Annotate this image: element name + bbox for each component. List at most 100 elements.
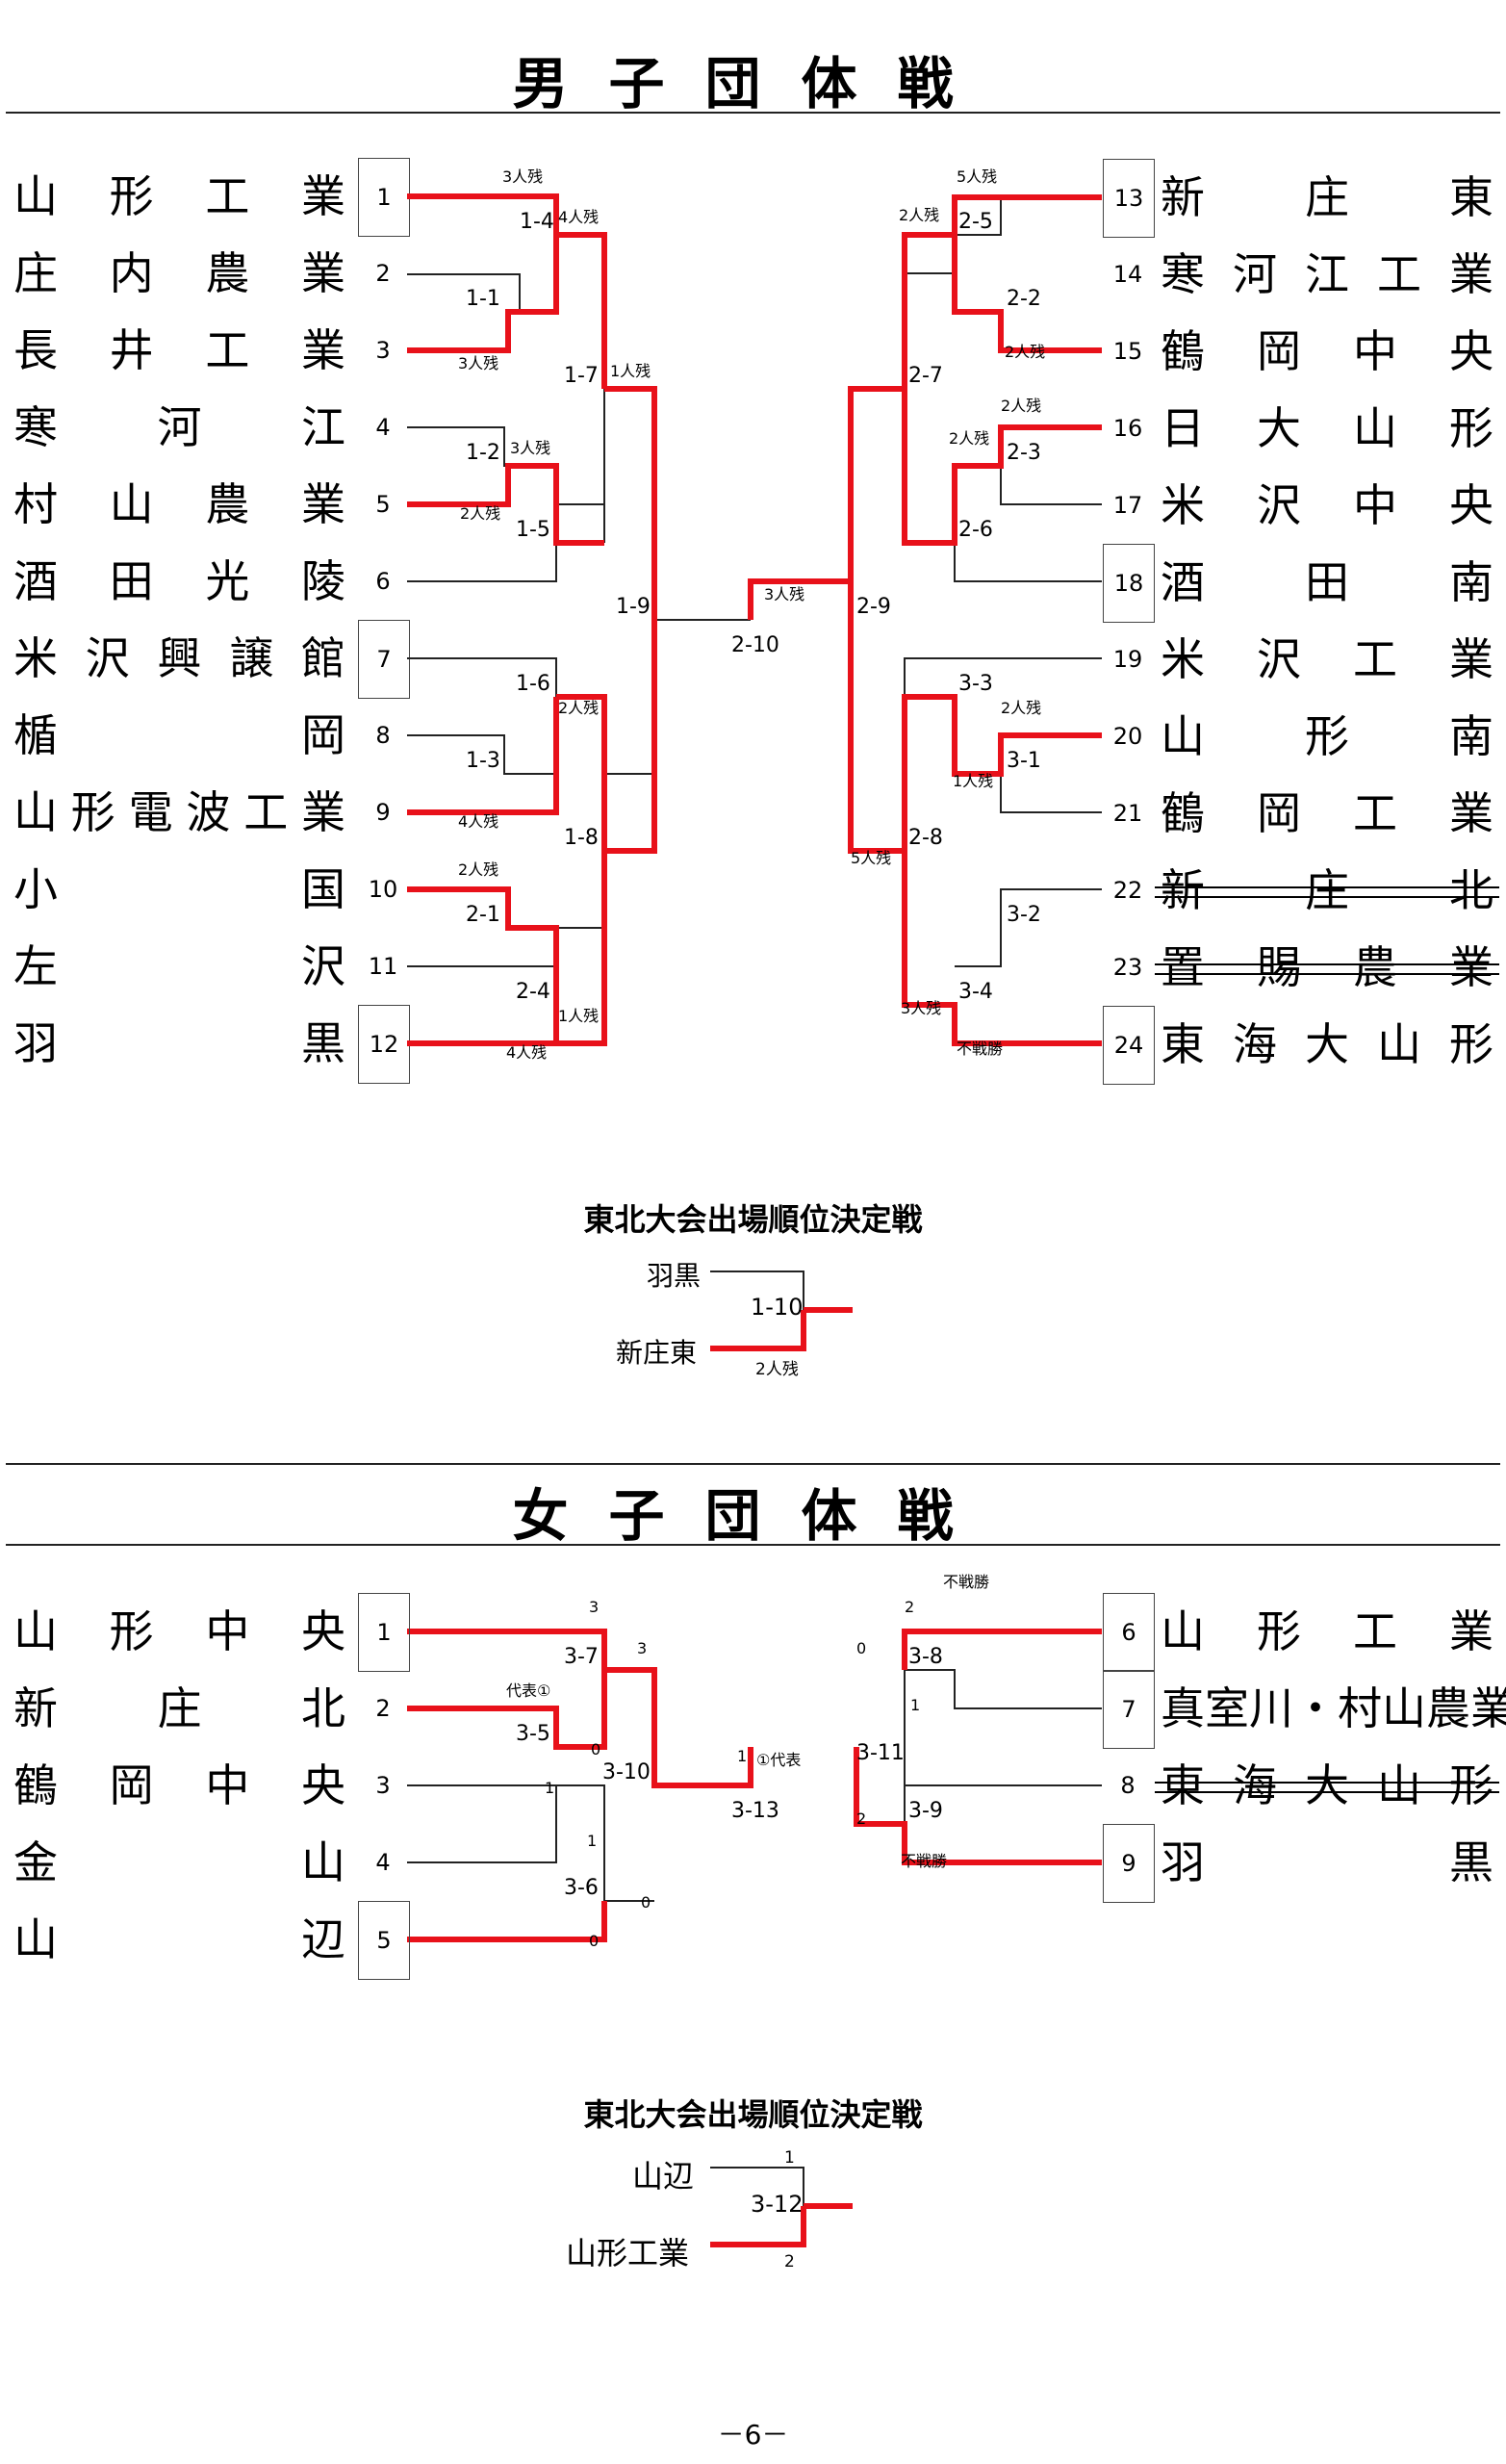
match-label: 3-5: [516, 1722, 550, 1746]
match-label: 1: [737, 1747, 748, 1765]
match-label: 2-6: [958, 518, 993, 542]
divider: [6, 112, 1500, 114]
match-label: 2人残: [558, 699, 600, 717]
seed-number: 10: [368, 876, 398, 903]
match-label: 3-7: [564, 1645, 599, 1669]
girls-playoff-top-score: 1: [784, 2148, 795, 2168]
seed-number: 4: [375, 1849, 391, 1876]
team-name: 左沢: [13, 928, 345, 1005]
team-name: 楯岡: [13, 697, 345, 774]
match-label: 3人残: [502, 167, 544, 186]
team-name-text: 真室川・村山農業: [1161, 1682, 1506, 1734]
match-label: 1-6: [516, 672, 550, 696]
seed-number: 1: [358, 1593, 410, 1672]
team-name-text: 小国: [13, 863, 345, 915]
match-label: 0: [591, 1740, 601, 1758]
team-name: 米沢中央: [1161, 467, 1493, 544]
team-name: 村山農業: [13, 466, 345, 543]
match-label: 5人残: [851, 849, 892, 867]
team-name: 羽黒: [13, 1005, 345, 1082]
girls-title: 女子団体戦: [512, 1483, 994, 1549]
team-name-text: 東海大山形: [1161, 1759, 1493, 1811]
team-name: 山形工業: [13, 158, 345, 235]
team-name: 山形南: [1161, 698, 1493, 775]
match-label: 2-2: [1007, 287, 1041, 311]
match-label: 1: [910, 1696, 921, 1714]
team-name: 山形工業: [1161, 1593, 1493, 1670]
match-label: 2人残: [460, 504, 501, 523]
match-label: 1人残: [558, 1007, 600, 1025]
team-name-text: 山形南: [1161, 710, 1493, 762]
girls-playoff-top: 山辺: [632, 2158, 695, 2194]
match-label: 2-1: [466, 903, 500, 927]
match-label: 1-2: [466, 441, 500, 465]
team-name: 金山: [13, 1824, 345, 1901]
seed-number: 2: [375, 1695, 391, 1722]
seed-number: 3: [375, 337, 391, 364]
match-label: 1: [587, 1832, 598, 1850]
team-name-text: 新庄東: [1161, 171, 1493, 223]
team-name-text: 山形工業: [1161, 1605, 1493, 1657]
match-label: 1-1: [466, 287, 500, 311]
match-label: 2人残: [1001, 699, 1042, 717]
team-name-text: 新庄北: [1161, 864, 1493, 916]
team-name: 置賜農業: [1161, 929, 1493, 1006]
seed-number: 11: [368, 953, 398, 980]
seed-number: 17: [1112, 492, 1143, 519]
team-name-text: 新庄北: [13, 1682, 345, 1734]
seed-number: 3: [375, 1772, 391, 1799]
team-name-text: 寒河江: [13, 401, 345, 453]
girls-playoff-title: 東北大会出場順位決定戦: [583, 2096, 923, 2133]
seed-number: 8: [375, 722, 391, 749]
boys-playoff-match: 1-10: [751, 1294, 804, 1321]
match-label: 5人残: [957, 167, 998, 186]
team-name-text: 東海大山形: [1161, 1018, 1493, 1070]
match-label: 1-8: [564, 826, 599, 850]
match-label: 3人残: [510, 439, 551, 457]
match-label: 3-6: [564, 1876, 599, 1900]
seed-number: 9: [1103, 1824, 1155, 1903]
match-label: 1-7: [564, 364, 599, 388]
team-name: 酒田光陵: [13, 543, 345, 620]
match-label: 3: [589, 1598, 600, 1616]
team-name: 寒河江工業: [1161, 236, 1493, 313]
match-label: 代表①: [506, 1681, 551, 1700]
strikethrough: [1155, 886, 1499, 898]
match-label: 3-11: [856, 1741, 905, 1765]
team-name-text: 庄内農業: [13, 247, 345, 299]
seed-number: 8: [1120, 1772, 1136, 1799]
match-label: 2-5: [958, 210, 993, 234]
team-name-text: 金山: [13, 1836, 345, 1888]
match-label: 3人残: [901, 999, 942, 1017]
team-name-text: 山辺: [13, 1913, 345, 1965]
team-name: 鶴岡中央: [1161, 313, 1493, 390]
team-name: 米沢工業: [1161, 621, 1493, 698]
team-name-text: 羽黒: [1161, 1836, 1493, 1888]
team-name-text: 長井工業: [13, 324, 345, 376]
match-label: 0: [641, 1893, 651, 1912]
match-label: 1: [545, 1779, 555, 1797]
team-name-text: 左沢: [13, 940, 345, 992]
boys-title: 男子団体戦: [512, 51, 994, 116]
team-name: 鶴岡中央: [13, 1747, 345, 1824]
team-name: 米沢興譲館: [13, 620, 345, 697]
seed-number: 20: [1112, 723, 1143, 750]
match-label: 2-8: [908, 826, 943, 850]
match-label: 2-7: [908, 364, 943, 388]
team-name-text: 鶴岡中央: [13, 1759, 345, 1811]
team-name: 酒田南: [1161, 544, 1493, 621]
boys-playoff-bottom: 新庄東: [616, 1337, 698, 1369]
seed-number: 22: [1112, 877, 1143, 904]
match-label: 3: [637, 1639, 648, 1657]
team-name-text: 鶴岡中央: [1161, 325, 1493, 377]
strikethrough: [1155, 963, 1499, 975]
match-label: 1人残: [953, 772, 994, 790]
match-label: 1人残: [610, 362, 651, 380]
team-name: 寒河江: [13, 389, 345, 466]
boys-playoff-top: 羽黒: [647, 1260, 702, 1292]
seed-number: 15: [1112, 338, 1143, 365]
team-name-text: 米沢中央: [1161, 479, 1493, 531]
team-name: 真室川・村山農業: [1161, 1670, 1506, 1747]
match-label: 3-10: [602, 1760, 651, 1784]
team-name-text: 羽黒: [13, 1017, 345, 1069]
